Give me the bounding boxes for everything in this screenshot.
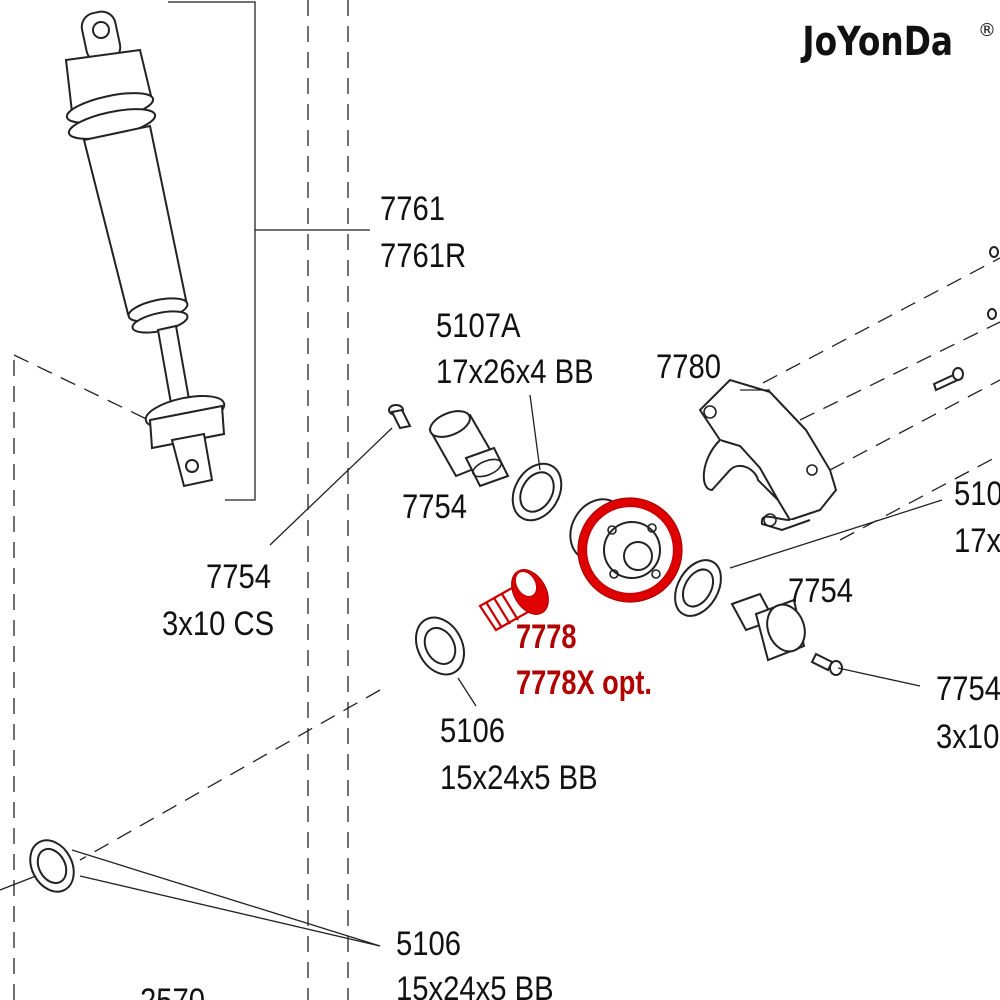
label-carrier-left-part: 7754	[402, 487, 467, 526]
differential-assembly	[569, 497, 683, 603]
bearing-5106-mid	[415, 616, 465, 676]
label-cutoff-bottom: 2570	[140, 981, 205, 1000]
label-bearing-mid-size: 15x24x5 BB	[440, 758, 598, 797]
shock-bracket	[168, 1, 370, 501]
bearing-5107a	[511, 462, 563, 522]
label-bearing-mid-part: 5106	[440, 711, 505, 750]
label-carrier-right-part: 7754	[788, 571, 853, 610]
screw-right	[810, 652, 843, 676]
label-bearing-top-part: 5107A	[436, 306, 521, 345]
label-bearing-right-size: 17x	[954, 521, 1000, 560]
label-screw-right-part: 7754	[936, 669, 1000, 708]
label-pinion-option: 7778X opt.	[516, 663, 652, 702]
pinion-gear	[478, 569, 549, 632]
shock-absorber	[64, 10, 226, 488]
label-bearing-bottom-size: 15x24x5 BB	[396, 969, 554, 1000]
label-bearing-top-size: 17x26x4 BB	[436, 352, 594, 391]
registered-mark: ®	[978, 20, 996, 41]
frame-lines	[13, 0, 1000, 1000]
diff-housing	[698, 378, 838, 532]
label-shock-alt: 7761R	[380, 236, 466, 275]
label-bearing-bottom-part: 5106	[396, 924, 461, 963]
leader-lines	[0, 389, 943, 947]
brand-logo: JoYonDa ®	[800, 18, 996, 65]
carrier-left	[428, 410, 510, 488]
label-screw-left-size: 3x10 CS	[162, 604, 274, 643]
label-screw-left-part: 7754	[206, 557, 271, 596]
label-pinion-part: 7778	[516, 617, 576, 656]
label-housing-part: 7780	[656, 347, 721, 386]
label-bearing-right-part: 510	[954, 474, 1000, 513]
bearing-5106-bottom	[29, 839, 75, 893]
bearing-right	[674, 559, 722, 617]
carrier-right	[730, 592, 806, 662]
label-screw-right-size: 3x10	[936, 717, 999, 756]
brand-logo-text: JoYonDa	[800, 18, 953, 65]
housing-pins	[932, 246, 999, 392]
screw-left	[388, 404, 412, 430]
callout-labels: 7761 7761R 5107A 17x26x4 BB 7780 7754 77…	[140, 189, 1000, 1000]
label-shock-part: 7761	[380, 189, 445, 228]
